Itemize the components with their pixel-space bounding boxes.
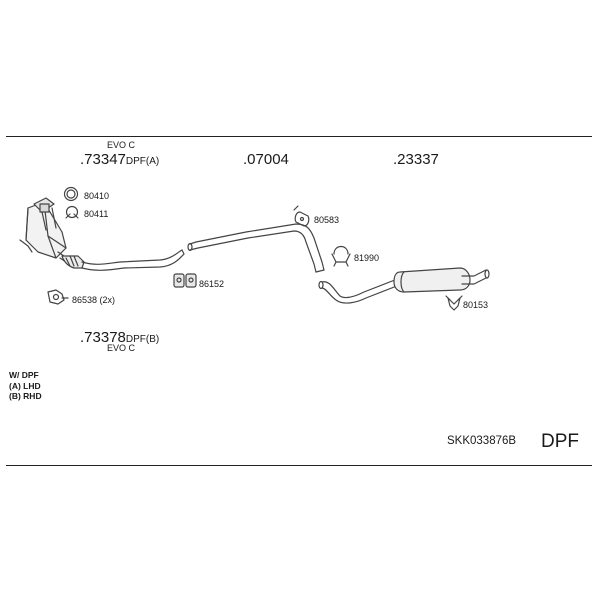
part-73347-number: .73347 [80,151,126,168]
hanger-80153-drawing[interactable] [445,295,463,311]
diagram-frame [6,136,592,466]
legend-item-wdpf: W/ DPF [9,370,39,380]
middle-pipe-drawing[interactable] [187,223,325,273]
part-23337-label[interactable]: .23337 [393,152,439,167]
hanger-80583-drawing[interactable] [293,205,310,227]
part-73378-suffix: DPF(B) [125,334,160,345]
part-86538-label[interactable]: 86538 (2x) [72,295,116,305]
bolt-86538-drawing[interactable] [47,289,69,305]
part-73347-suffix: DPF(A) [125,156,160,167]
legend: W/ DPF (A) LHD (B) RHD [9,370,42,402]
part-81990-label[interactable]: 81990 [354,253,380,263]
hanger-86152-drawing[interactable] [173,273,197,288]
clamp-80411-drawing[interactable] [65,205,79,219]
legend-item-b: (B) RHD [9,391,42,401]
legend-item-a: (A) LHD [9,380,41,391]
kit-type: DPF [541,431,579,452]
gasket-80410-drawing[interactable] [63,186,79,202]
part-80411-label[interactable]: 80411 [84,209,109,219]
clamp-81990-drawing[interactable] [331,245,351,267]
kit-code: SKK033876B [447,435,517,447]
part-80583-label[interactable]: 80583 [314,215,340,225]
part-86152-label[interactable]: 86152 [199,279,225,289]
part-73347-label[interactable]: .73347DPF(A) [80,152,159,167]
part-73378-sublabel: EVO C [107,343,136,353]
rear-silencer-drawing[interactable] [318,267,490,304]
part-07004-label[interactable]: .07004 [243,152,289,167]
dpf-filter-drawing[interactable] [19,197,85,269]
front-pipe-drawing[interactable] [81,249,185,271]
part-80153-label[interactable]: 80153 [463,300,489,310]
part-07004-number: .07004 [243,151,289,168]
part-80410-label[interactable]: 80410 [84,191,110,201]
part-73347-sublabel: EVO C [107,140,136,150]
part-73378-number: .73378 [80,329,126,346]
part-23337-number: .23337 [393,151,439,168]
part-73378-label[interactable]: .73378DPF(B) [80,330,159,345]
